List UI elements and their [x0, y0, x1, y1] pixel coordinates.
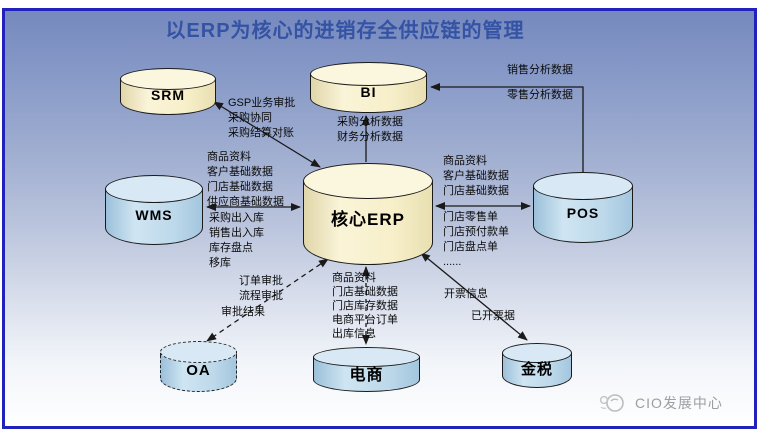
node-erp: 核心ERP — [303, 163, 433, 265]
label-erp-to-wms: 商品资料 客户基础数据 门店基础数据 供应商基础数据 — [207, 151, 284, 208]
cylinder-top — [303, 163, 433, 199]
label-srm-erp: GSP业务审批 采购协同 采购结算对账 — [228, 97, 296, 139]
watermark-text: CIO发展中心 — [635, 395, 723, 411]
page-title: 以ERP为核心的进销存全供应链的管理 — [165, 20, 525, 42]
cylinder-top — [502, 343, 572, 363]
node-bi-label: BI — [360, 83, 377, 100]
node-goldtax: 金税 — [502, 343, 572, 388]
label-erp-to-oa: 订单审批 流程审批 — [239, 275, 283, 302]
node-oa: OA — [160, 341, 237, 392]
node-srm: SRM — [120, 68, 216, 115]
node-wms-label: WMS — [135, 207, 173, 223]
cylinder-top — [310, 62, 427, 86]
label-erp-ecommerce: 商品资料 门店基础数据 门店库存数据 电商平台订单 出库信息 — [332, 272, 398, 340]
cylinder-top — [533, 172, 633, 200]
watermark: CIO发展中心 — [597, 391, 723, 415]
node-oa-label: OA — [186, 361, 211, 379]
node-pos: POS — [533, 172, 633, 243]
cylinder-top — [120, 68, 216, 90]
label-pos-bi-1: 销售分析数据 — [507, 64, 573, 76]
node-erp-label: 核心ERP — [331, 209, 405, 229]
node-ecommerce-label: 电商 — [349, 366, 384, 384]
label-erp-to-goldtax: 开票信息 — [444, 288, 488, 300]
cylinder-top — [105, 175, 203, 203]
node-ecommerce: 电商 — [313, 347, 420, 392]
label-goldtax-to-erp: 已开票据 — [471, 310, 515, 322]
label-erp-bi: 采购分析数据 财务分析数据 — [337, 116, 403, 143]
cio-logo-icon — [599, 394, 624, 412]
node-goldtax-label: 金税 — [520, 361, 553, 378]
node-wms: WMS — [105, 175, 203, 245]
cylinder-top — [313, 347, 420, 367]
label-erp-to-pos: 商品资料 客户基础数据 门店基础数据 — [443, 155, 509, 197]
label-pos-to-erp: 门店零售单 门店预付款单 门店盘点单 ...... — [443, 211, 509, 268]
label-pos-bi-2: 零售分析数据 — [507, 89, 573, 101]
node-srm-label: SRM — [150, 87, 186, 103]
node-pos-label: POS — [566, 204, 600, 221]
label-oa-to-erp: 审批结果 — [221, 306, 265, 318]
label-wms-to-erp: 采购出入库 销售出入库 库存盘点 移库 — [209, 212, 264, 269]
cylinder-top — [160, 341, 237, 363]
node-bi: BI — [310, 62, 427, 113]
